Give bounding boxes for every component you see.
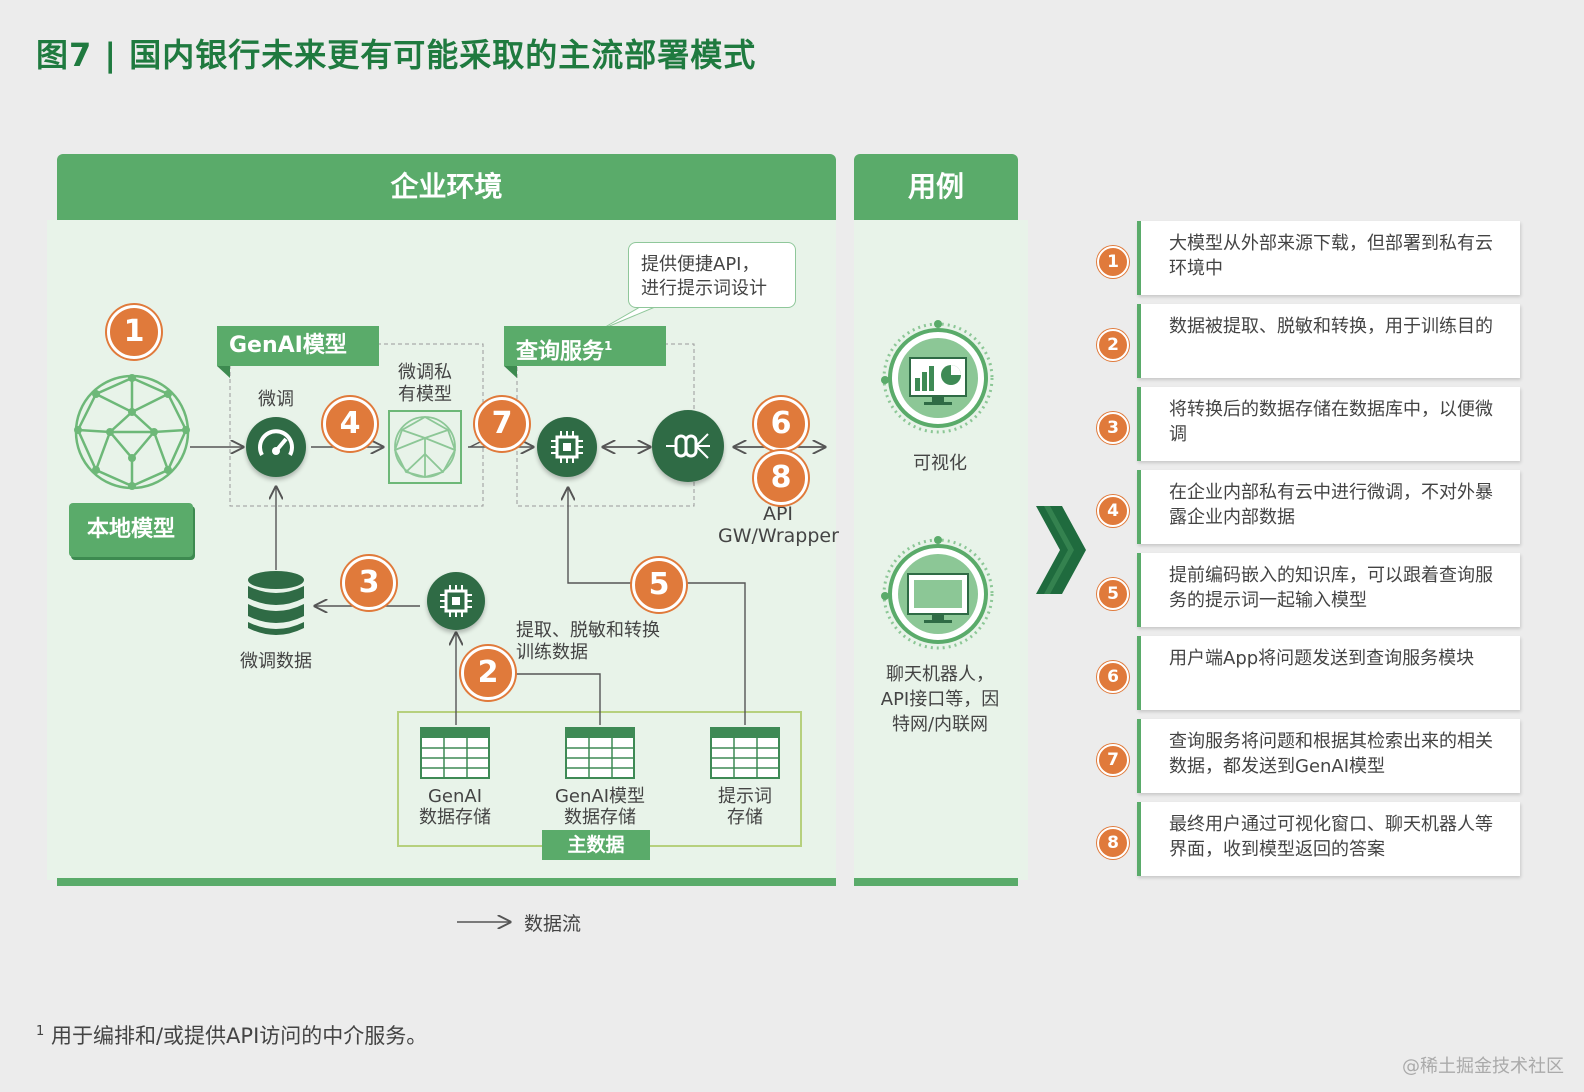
step-6-badge: 6 bbox=[754, 397, 808, 451]
genai-model-store-icon bbox=[565, 727, 635, 779]
private-model-icon bbox=[388, 410, 462, 484]
query-service-footnote-mark: 1 bbox=[604, 339, 613, 353]
genai-data-store-icon bbox=[420, 727, 490, 779]
query-service-label: 查询服务1 bbox=[504, 326, 666, 366]
list-number-1: 1 bbox=[1097, 246, 1129, 278]
prompt-store-icon bbox=[710, 727, 780, 779]
footnote: 1 用于编排和/或提供API访问的中介服务。 bbox=[36, 1020, 427, 1050]
genai-model-label: GenAI模型 bbox=[217, 326, 379, 366]
list-item-8: 最终用户通过可视化窗口、聊天机器人等界面，收到模型返回的答案 bbox=[1137, 802, 1520, 876]
list-item-3: 将转换后的数据存储在数据库中，以便微调 bbox=[1137, 387, 1520, 461]
list-item-1: 大模型从外部来源下载，但部署到私有云环境中 bbox=[1137, 221, 1520, 295]
list-number-8: 8 bbox=[1097, 827, 1129, 859]
list-number-2: 2 bbox=[1097, 329, 1129, 361]
query-service-chip-icon bbox=[537, 417, 597, 477]
private-model-label-line2: 有模型 bbox=[398, 384, 452, 405]
api-callout: 提供便捷API， 进行提示词设计 bbox=[628, 242, 796, 308]
list-number-7: 7 bbox=[1097, 744, 1129, 776]
extract-label: 提取、脱敏和转换训练数据 bbox=[516, 620, 660, 664]
chatbot-label-line1: 聊天机器人， bbox=[886, 664, 994, 685]
api-callout-line2: 进行提示词设计 bbox=[641, 278, 767, 299]
step-3-badge: 3 bbox=[342, 556, 396, 610]
store1-line2: 数据存储 bbox=[419, 807, 491, 828]
api-gateway-icon bbox=[652, 410, 724, 482]
figure-title: 图7 | 国内银行未来更有可能采取的主流部署模式 bbox=[36, 36, 757, 74]
query-service-text: 查询服务 bbox=[516, 339, 605, 365]
local-model-label: 本地模型 bbox=[69, 503, 193, 557]
chatbot-monitor-icon bbox=[881, 536, 994, 650]
chatbot-label-line2: API接口等，因 bbox=[880, 689, 1000, 710]
enterprise-panel-border bbox=[57, 878, 836, 886]
list-number-5: 5 bbox=[1097, 578, 1129, 610]
store3-line1: 提示词 bbox=[718, 786, 772, 807]
list-number-3: 3 bbox=[1097, 412, 1129, 444]
list-item-2: 数据被提取、脱敏和转换，用于训练目的 bbox=[1137, 304, 1520, 378]
finetune-gauge-icon bbox=[246, 417, 306, 477]
visualization-label: 可视化 bbox=[913, 453, 967, 474]
store2-line1: GenAI模型 bbox=[554, 786, 646, 807]
list-item-4: 在企业内部私有云中进行微调，不对外暴露企业内部数据 bbox=[1137, 470, 1520, 544]
store3-line2: 存储 bbox=[727, 807, 763, 828]
store2-line2: 数据存储 bbox=[564, 807, 636, 828]
chatbot-label: 聊天机器人， API接口等，因特网/内联网 bbox=[862, 662, 1018, 737]
footnote-text: 用于编排和/或提供API访问的中介服务。 bbox=[50, 1024, 428, 1048]
private-model-label: 微调私有模型 bbox=[388, 362, 462, 406]
list-number-4: 4 bbox=[1097, 495, 1129, 527]
step-2-badge: 2 bbox=[461, 646, 515, 700]
store1-line1: GenAI bbox=[427, 786, 483, 807]
genai-model-store-label: GenAI模型数据存储 bbox=[540, 786, 660, 828]
list-item-6: 用户端App将问题发送到查询服务模块 bbox=[1137, 636, 1520, 710]
legend-data-flow: 数据流 bbox=[524, 913, 582, 935]
finetune-label: 微调 bbox=[258, 389, 294, 410]
private-model-label-line1: 微调私 bbox=[398, 362, 452, 383]
api-gw-label-line2: GW/Wrapper bbox=[718, 525, 839, 547]
finetune-data-label: 微调数据 bbox=[240, 651, 312, 672]
enterprise-panel-header: 企业环境 bbox=[57, 154, 836, 220]
step-7-badge: 7 bbox=[475, 397, 529, 451]
list-item-7: 查询服务将问题和根据其检索出来的相关数据，都发送到GenAI模型 bbox=[1137, 719, 1520, 793]
extract-label-line2: 训练数据 bbox=[516, 642, 588, 663]
step-5-badge: 5 bbox=[632, 558, 686, 612]
step-8-badge: 8 bbox=[754, 451, 808, 505]
use-cases-panel-border bbox=[854, 878, 1018, 886]
list-item-5: 提前编码嵌入的知识库，可以跟着查询服务的提示词一起输入模型 bbox=[1137, 553, 1520, 627]
local-model-globe-icon bbox=[74, 374, 190, 490]
finetune-database-icon bbox=[248, 571, 304, 635]
extract-chip-icon bbox=[427, 572, 485, 630]
prompt-store-label: 提示词存储 bbox=[685, 786, 805, 828]
chatbot-label-line3: 特网/内联网 bbox=[891, 714, 989, 735]
step-4-badge: 4 bbox=[323, 397, 377, 451]
step-1-badge: 1 bbox=[107, 305, 161, 359]
extract-label-line1: 提取、脱敏和转换 bbox=[516, 620, 660, 641]
watermark: @稀土掘金技术社区 bbox=[1402, 1056, 1564, 1077]
list-number-6: 6 bbox=[1097, 661, 1129, 693]
visualization-icon bbox=[881, 320, 994, 434]
use-cases-panel-header: 用例 bbox=[854, 154, 1018, 220]
api-callout-line1: 提供便捷API， bbox=[641, 254, 760, 275]
api-gw-label-line1: API bbox=[762, 503, 794, 525]
footnote-mark: 1 bbox=[36, 1024, 45, 1039]
master-data-label: 主数据 bbox=[542, 830, 650, 860]
chevron-right-icon bbox=[1036, 506, 1086, 594]
